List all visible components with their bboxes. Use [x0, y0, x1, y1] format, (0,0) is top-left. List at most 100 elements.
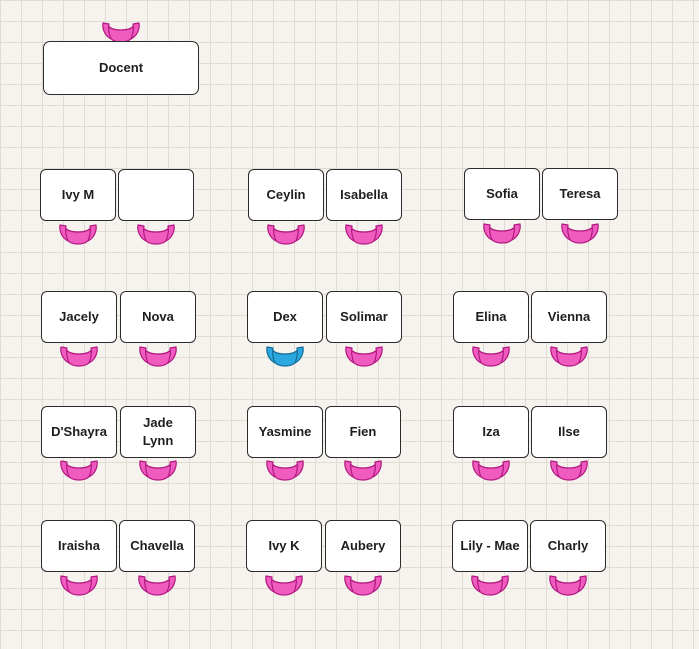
chair-dshayra[interactable] — [59, 458, 99, 482]
chair-icon — [139, 460, 177, 481]
desk-dshayra[interactable]: D'Shayra — [41, 406, 117, 458]
chair-icon — [138, 575, 176, 596]
chair-lily-mae[interactable] — [470, 573, 510, 597]
desk-label: Isabella — [340, 187, 388, 203]
desk-label: Iza — [482, 424, 500, 440]
chair-icon — [265, 575, 303, 596]
desk-nova[interactable]: Nova — [120, 291, 196, 343]
desk-label: Ivy M — [61, 187, 95, 203]
desk-jacely[interactable]: Jacely — [41, 291, 117, 343]
desk-label: Dex — [273, 309, 297, 325]
desk-fien[interactable]: Fien — [325, 406, 401, 458]
chair-icon — [60, 575, 98, 596]
chair-icon — [60, 346, 98, 367]
desk-label: Ivy K — [268, 538, 300, 554]
chair-icon — [102, 22, 140, 43]
chair-icon — [344, 460, 382, 481]
chair-yasmine[interactable] — [265, 458, 305, 482]
desk-label: Jade Lynn — [142, 415, 174, 448]
chair-jacely[interactable] — [59, 344, 99, 368]
chair-empty-desk[interactable] — [136, 222, 176, 246]
desk-label: Aubery — [340, 538, 386, 554]
chair-icon — [550, 460, 588, 481]
chair-icon — [471, 575, 509, 596]
desk-label: Fien — [349, 424, 377, 440]
desk-elina[interactable]: Elina — [453, 291, 529, 343]
chair-icon — [472, 346, 510, 367]
desk-label: Solimar — [340, 309, 388, 325]
desk-vienna[interactable]: Vienna — [531, 291, 607, 343]
teacher-desk-label: Docent — [98, 60, 144, 76]
chair-fien[interactable] — [343, 458, 383, 482]
chair-iraisha[interactable] — [59, 573, 99, 597]
desk-iza[interactable]: Iza — [453, 406, 529, 458]
chair-iza[interactable] — [471, 458, 511, 482]
chair-icon — [344, 575, 382, 596]
teacher-desk[interactable]: Docent — [43, 41, 199, 95]
desk-empty[interactable] — [118, 169, 194, 221]
chair-icon — [266, 346, 304, 367]
desk-label: Yasmine — [258, 424, 312, 440]
chair-icon — [137, 224, 175, 245]
desk-label: Chavella — [130, 538, 184, 554]
desk-yasmine[interactable]: Yasmine — [247, 406, 323, 458]
chair-icon — [345, 224, 383, 245]
chair-sofia[interactable] — [482, 221, 522, 245]
chair-icon — [561, 223, 599, 244]
desk-label: Nova — [142, 309, 174, 325]
chair-icon — [549, 575, 587, 596]
chair-jade-lynn[interactable] — [138, 458, 178, 482]
desk-lily-mae[interactable]: Lily - Mae — [452, 520, 528, 572]
chair-dex[interactable] — [265, 344, 305, 368]
chair-solimar[interactable] — [344, 344, 384, 368]
chair-ilse[interactable] — [549, 458, 589, 482]
desk-label: Teresa — [559, 186, 601, 202]
desk-ivy-k[interactable]: Ivy K — [246, 520, 322, 572]
chair-icon — [483, 223, 521, 244]
chair-icon — [267, 224, 305, 245]
chair-icon — [345, 346, 383, 367]
desk-teresa[interactable]: Teresa — [542, 168, 618, 220]
desk-label: Vienna — [547, 309, 591, 325]
chair-isabella[interactable] — [344, 222, 384, 246]
desk-sofia[interactable]: Sofia — [464, 168, 540, 220]
chair-icon — [550, 346, 588, 367]
desk-label: Elina — [475, 309, 507, 325]
chair-icon — [59, 224, 97, 245]
chair-icon — [60, 460, 98, 481]
desk-charly[interactable]: Charly — [530, 520, 606, 572]
desk-label: Lily - Mae — [460, 538, 520, 554]
desk-ceylin[interactable]: Ceylin — [248, 169, 324, 221]
desk-label: Charly — [547, 538, 589, 554]
chair-vienna[interactable] — [549, 344, 589, 368]
chair-ceylin[interactable] — [266, 222, 306, 246]
desk-label: D'Shayra — [51, 424, 107, 440]
desk-isabella[interactable]: Isabella — [326, 169, 402, 221]
chair-teresa[interactable] — [560, 221, 600, 245]
desk-dex[interactable]: Dex — [247, 291, 323, 343]
teacher-chair[interactable] — [101, 20, 141, 44]
desk-label: Ilse — [558, 424, 580, 440]
chair-elina[interactable] — [471, 344, 511, 368]
chair-ivy-m[interactable] — [58, 222, 98, 246]
chair-icon — [266, 460, 304, 481]
chair-nova[interactable] — [138, 344, 178, 368]
desk-label: Sofia — [486, 186, 518, 202]
desk-label: Iraisha — [58, 538, 100, 554]
chair-aubery[interactable] — [343, 573, 383, 597]
chair-icon — [472, 460, 510, 481]
desk-solimar[interactable]: Solimar — [326, 291, 402, 343]
desk-chavella[interactable]: Chavella — [119, 520, 195, 572]
desk-ivy-m[interactable]: Ivy M — [40, 169, 116, 221]
chair-chavella[interactable] — [137, 573, 177, 597]
desk-aubery[interactable]: Aubery — [325, 520, 401, 572]
desk-label: Jacely — [59, 309, 99, 325]
chair-charly[interactable] — [548, 573, 588, 597]
desk-ilse[interactable]: Ilse — [531, 406, 607, 458]
desk-jade-lynn[interactable]: Jade Lynn — [120, 406, 196, 458]
chair-icon — [139, 346, 177, 367]
chair-ivy-k[interactable] — [264, 573, 304, 597]
desk-label: Ceylin — [266, 187, 306, 203]
desk-iraisha[interactable]: Iraisha — [41, 520, 117, 572]
